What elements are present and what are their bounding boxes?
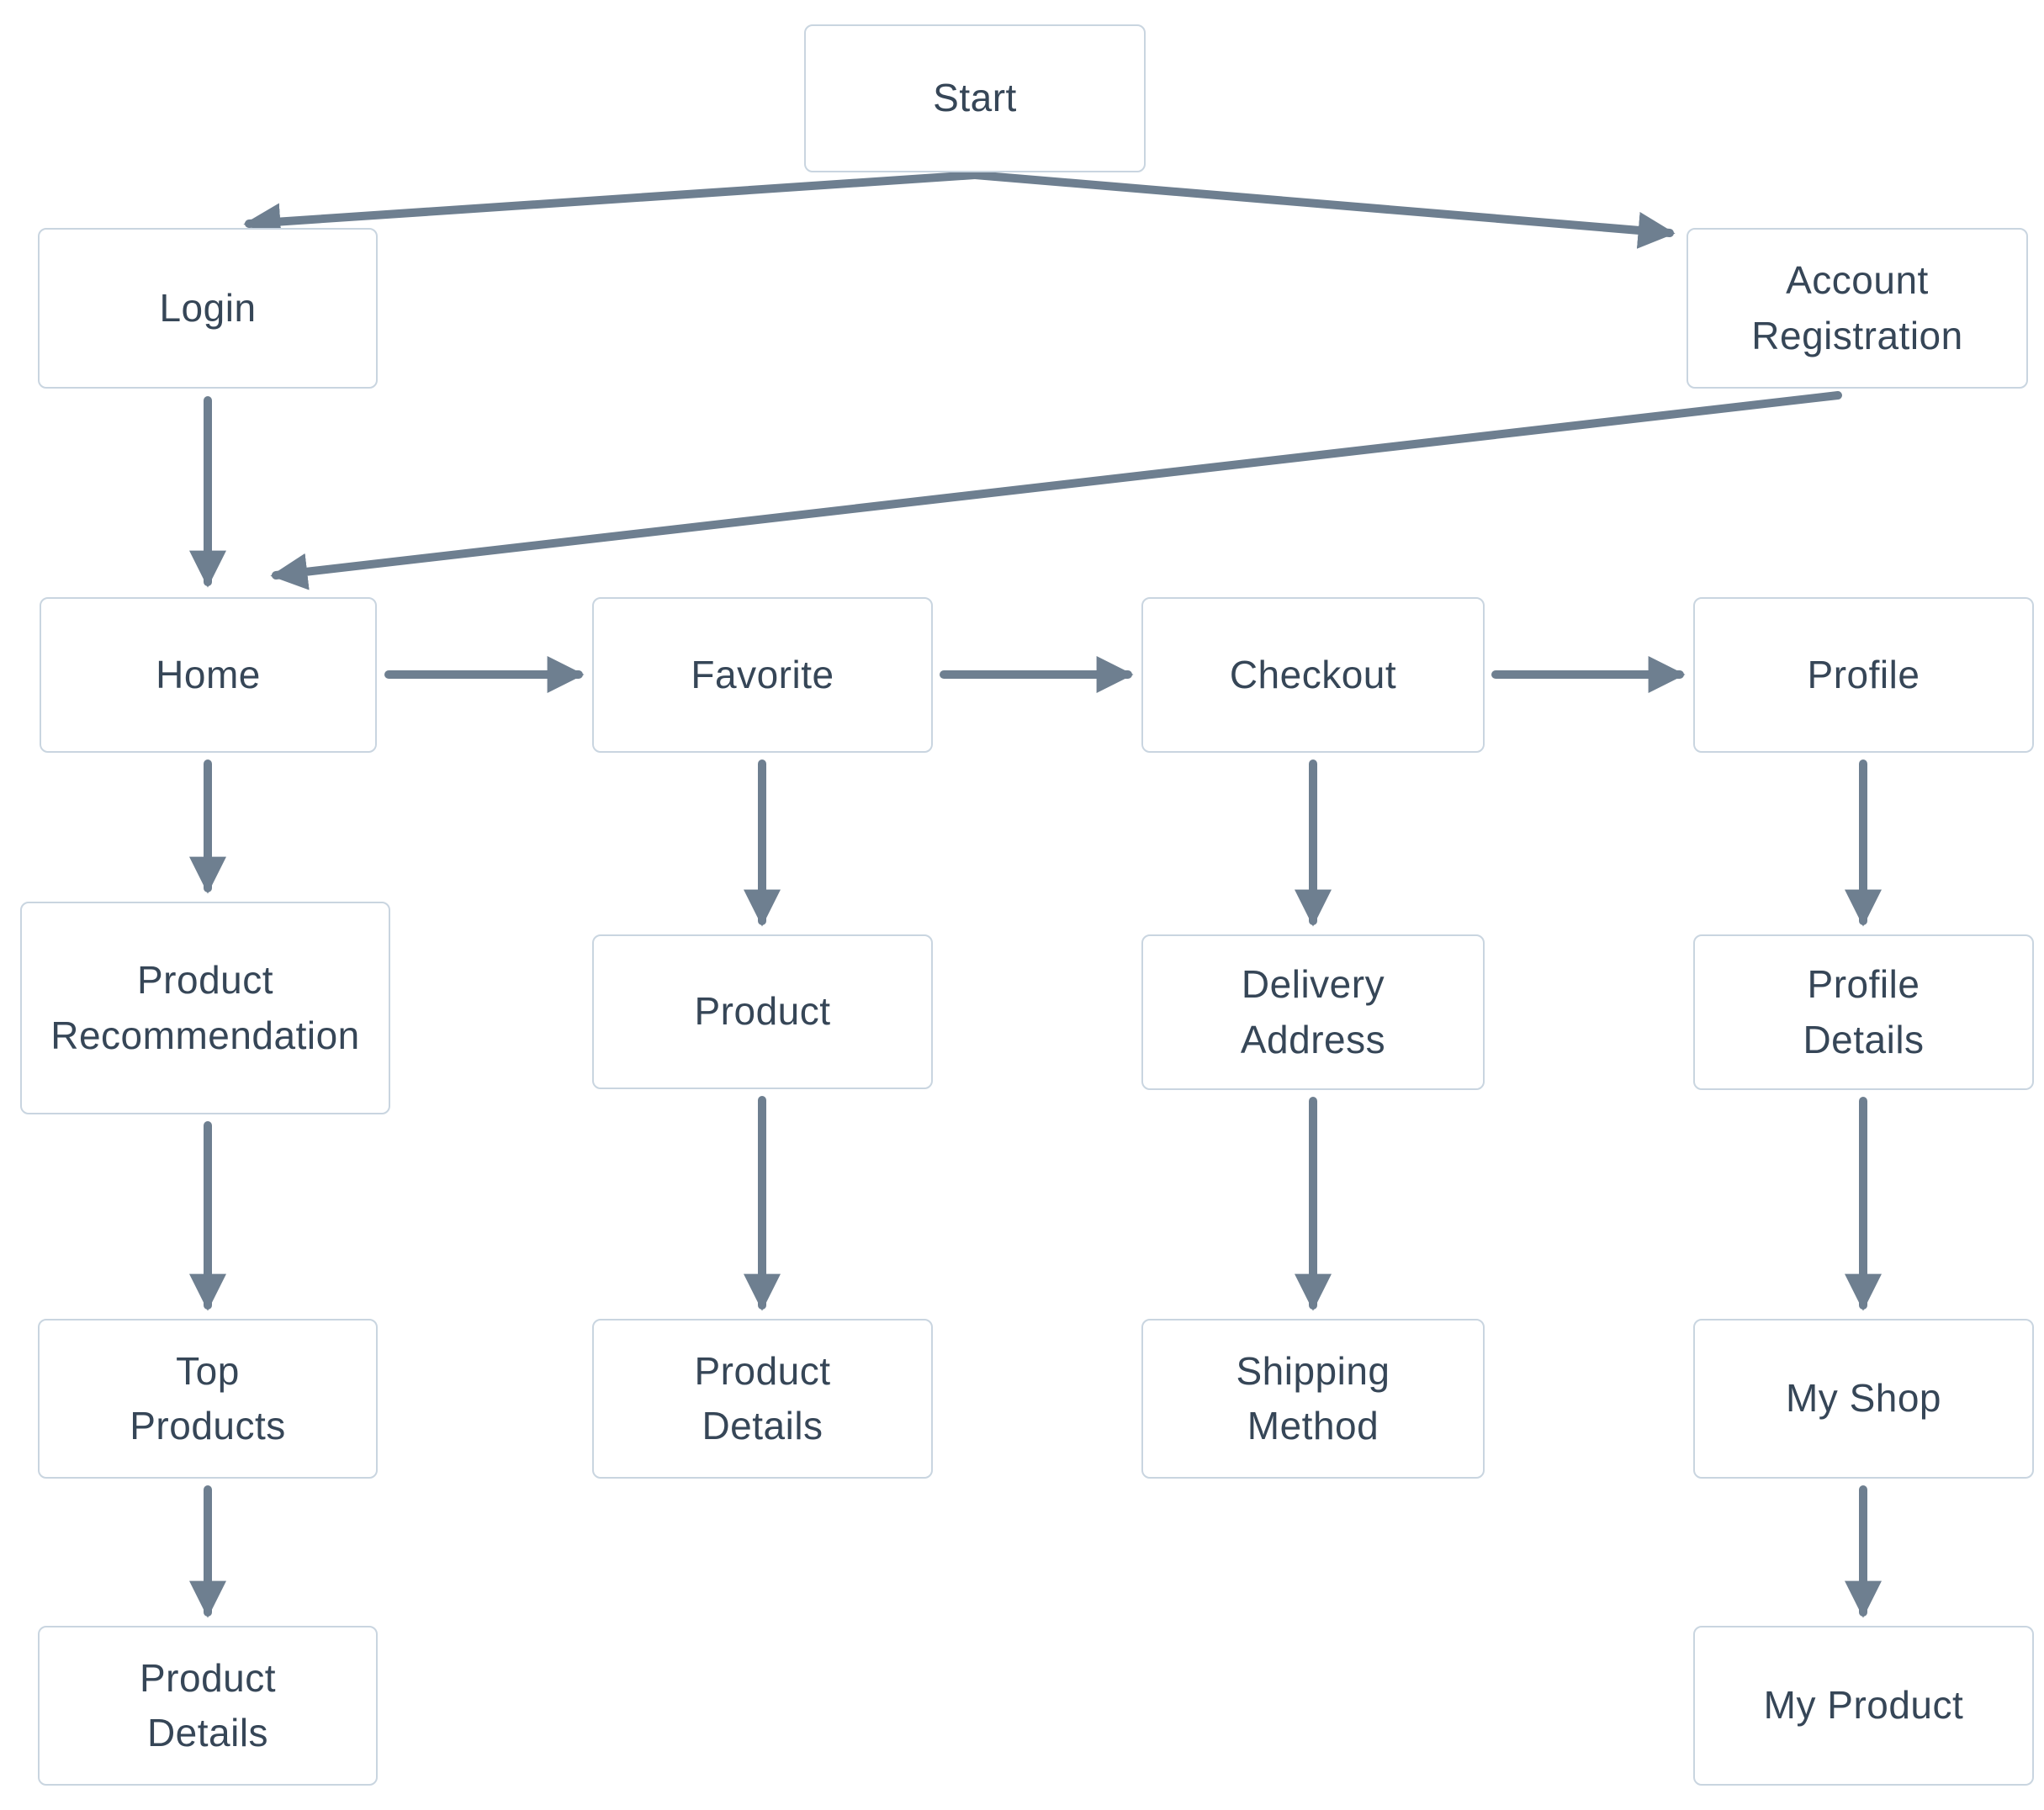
flow-node-start: Start [804,24,1146,172]
flow-node-shipping-method: Shipping Method [1141,1319,1485,1479]
flow-node-account-registration: Account Registration [1687,228,2028,389]
flow-node-profile: Profile [1693,597,2034,753]
flow-node-product-recommendation: Product Recommendation [20,902,390,1114]
flow-node-profile-details: Profile Details [1693,934,2034,1090]
flow-edge-start--account-registration [971,171,1676,249]
flow-edge-start--login [243,171,979,241]
flow-node-product: Product [592,934,933,1089]
flow-node-my-shop: My Shop [1693,1319,2034,1479]
flow-node-login: Login [38,228,378,389]
flow-node-product-details-home: Product Details [38,1626,378,1786]
flow-edge-account-registration--home [270,391,1842,590]
flow-node-delivery-address: Delivery Address [1141,934,1485,1090]
flow-node-product-details-favorite: Product Details [592,1319,933,1479]
flow-node-top-products: Top Products [38,1319,378,1479]
flow-node-favorite: Favorite [592,597,933,753]
flow-node-home: Home [40,597,377,753]
flow-node-checkout: Checkout [1141,597,1485,753]
flow-node-my-product: My Product [1693,1626,2034,1786]
